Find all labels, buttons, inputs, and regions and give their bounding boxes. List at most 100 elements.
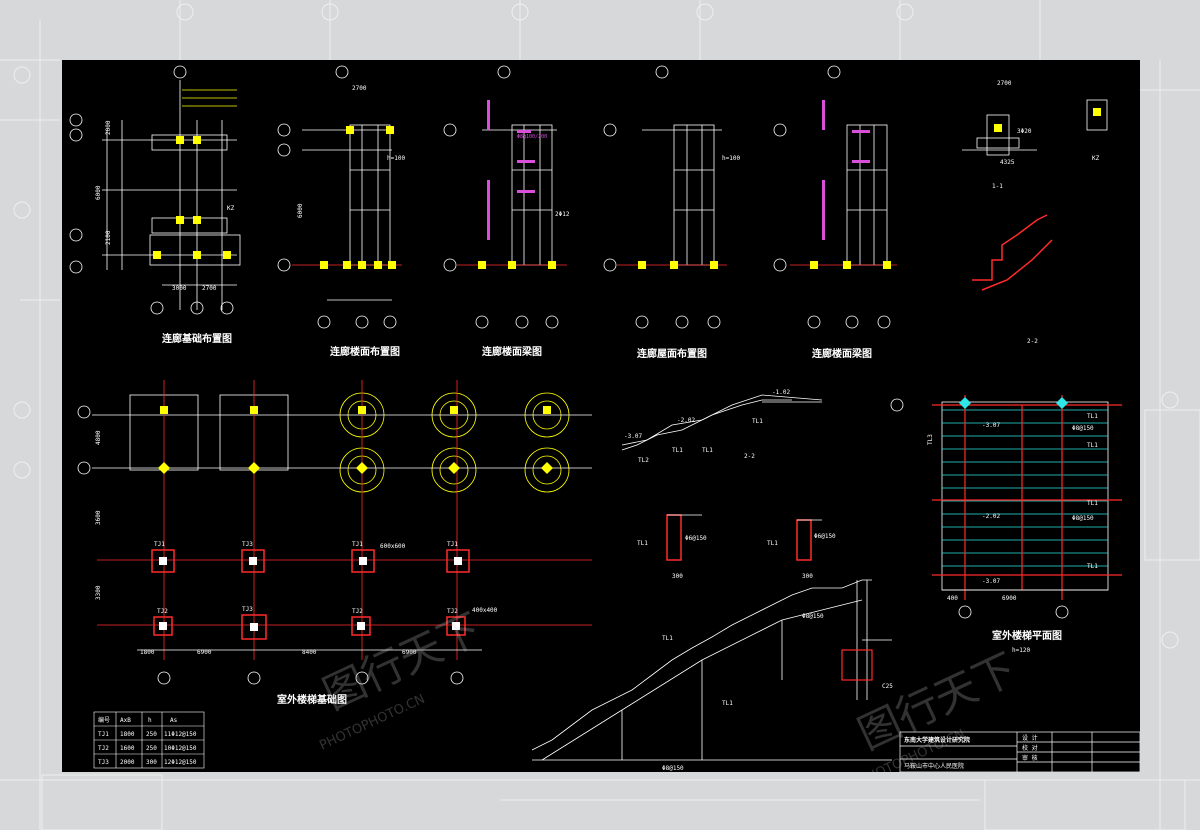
tj-cell: 1600 [120, 745, 135, 752]
tj-header-as: As [170, 717, 178, 724]
caption-roof-layout: 连廊屋面布置图 [637, 347, 707, 360]
dim-2700: 2700 [202, 285, 217, 292]
dim-2100: 2100 [105, 230, 112, 245]
dim-6000-p2: 6000 [297, 203, 304, 218]
label-tj1: TJ1 [154, 541, 165, 548]
caption-floor-beams: 连廊楼面梁图 [482, 345, 542, 358]
tj-cell: 10Φ12@150 [164, 745, 197, 752]
cad-canvas[interactable]: 6000 2000 2100 3000 2700 KZ 连廊基础布置图 6000… [62, 60, 1140, 772]
label-tl1-long: TL1 [662, 635, 673, 642]
tj-header-axb: AxB [120, 717, 131, 724]
cad-drawing-area[interactable]: 6000 2000 2100 3000 2700 KZ 连廊基础布置图 6000… [62, 60, 1140, 772]
h100-p4: h=100 [722, 155, 740, 162]
label-tl1: TL1 [672, 447, 683, 454]
title-label-3: 审 核 [1022, 754, 1038, 762]
dim-8400: 8400 [302, 649, 317, 656]
label-tl1-sec: TL1 [637, 540, 648, 547]
elev-202: -2.02 [677, 417, 695, 424]
detail-stair-section [621, 394, 823, 451]
dim-400-plan: 400 [947, 595, 958, 602]
title-block [899, 731, 1140, 772]
label-tj3: TJ3 [242, 541, 253, 548]
concrete-grade: C25 [882, 683, 893, 690]
panel-floor-layout [277, 65, 402, 329]
tj-cell: 1800 [120, 731, 135, 738]
panel-floor-beams [443, 65, 567, 329]
tj-cell: 250 [146, 731, 157, 738]
dim-300b: 300 [802, 573, 813, 580]
detail-long-stair-section [531, 579, 892, 761]
caption-floor-layout: 连廊楼面布置图 [330, 345, 400, 358]
panel-stair-foundation [77, 380, 592, 685]
label-tl3-plan: TL3 [927, 434, 934, 445]
rebar-plan: Φ8@150 [1072, 425, 1094, 432]
tj-cell: 11Φ12@150 [164, 731, 197, 738]
note-600x600: 600x600 [380, 543, 406, 550]
label-tl1-long2: TL1 [722, 700, 733, 707]
watermark: 图行天下 PHOTOPHOTO.CN 图行天下 PHOTOPHOTO.CN [316, 604, 1024, 772]
dim-2000: 2000 [105, 120, 112, 135]
tj-cell: TJ3 [98, 759, 109, 766]
label-tj3b: TJ3 [242, 606, 253, 613]
tj-cell: 300 [146, 759, 157, 766]
rebar-plan2: Φ8@150 [1072, 515, 1094, 522]
label-tl1-plan: TL1 [1087, 413, 1098, 420]
dim-4800: 4800 [95, 430, 102, 445]
caption-stair-plan-h: h=120 [1012, 647, 1030, 654]
title-project: 马鞍山市中心人民医院 [904, 762, 964, 770]
label-tj2: TJ2 [157, 608, 168, 615]
label-tj2c: TJ2 [447, 608, 458, 615]
label-tl1b: TL1 [702, 447, 713, 454]
caption-stair-plan: 室外楼梯平面图 [992, 629, 1062, 642]
title-label-1: 设 计 [1022, 734, 1038, 742]
dim-3000: 3000 [172, 285, 187, 292]
caption-stair-foundation: 室外楼梯基础图 [277, 693, 347, 706]
caption-section-2-2: 2-2 [744, 453, 755, 460]
panel-stair-plan [890, 395, 1122, 619]
label-tj1b: TJ1 [352, 541, 363, 548]
dim-3600: 3600 [95, 510, 102, 525]
rebar-bottom: Φ8@150 [662, 765, 684, 772]
rebar-note-p3: Φ8@100/200 [517, 134, 547, 140]
title-institute: 东南大学建筑设计研究院 [904, 736, 970, 744]
caption-floor-beams-2: 连廊楼面梁图 [812, 347, 872, 360]
rebar-note-p3b: 2Φ12 [555, 211, 570, 218]
dim-6900b: 6900 [402, 649, 417, 656]
dim-1800: 1800 [140, 649, 155, 656]
caption-section-2-2c: 2-2 [1027, 338, 1038, 345]
tj-cell: 250 [146, 745, 157, 752]
elev-307: -3.07 [624, 433, 642, 440]
label-tl1-sec2: TL1 [767, 540, 778, 547]
dim-2700-p2: 2700 [352, 85, 367, 92]
tj-header-h: h [148, 717, 152, 724]
panel-floor-beams-2 [773, 65, 897, 329]
tj-cell: TJ1 [98, 731, 109, 738]
elev-102: -1.02 [772, 389, 790, 396]
elev-plan1: -3.07 [982, 422, 1000, 429]
note-400x400: 400x400 [472, 607, 498, 614]
caption-foundation-layout: 连廊基础布置图 [162, 332, 232, 345]
label-tj1c: TJ1 [447, 541, 458, 548]
panel-foundation-layout [102, 80, 241, 310]
dim-6900: 6900 [197, 649, 212, 656]
elev-plan3: -3.07 [982, 578, 1000, 585]
label-tl1-plan2: TL1 [1087, 442, 1098, 449]
dim-6900-plan: 6900 [1002, 595, 1017, 602]
detail-1-1 [962, 99, 1108, 156]
rebar-long: Φ8@150 [802, 613, 824, 620]
tj-table: 编号 AxB h As TJ1 1800 250 11Φ12@150 TJ2 1… [93, 711, 205, 769]
label-tl2: TL2 [638, 457, 649, 464]
label-tl1-plan4: TL1 [1087, 563, 1098, 570]
label-tl1-plan3: TL1 [1087, 500, 1098, 507]
tj-cell: 12Φ12@150 [164, 759, 197, 766]
rebar-3phi20: 3Φ20 [1017, 128, 1032, 135]
caption-section-1-1: 1-1 [992, 183, 1003, 190]
stirrup-note: Φ6@150 [685, 535, 707, 542]
dim-3300: 3300 [95, 585, 102, 600]
label-tj2b: TJ2 [352, 608, 363, 615]
h100-p2: h=100 [387, 155, 405, 162]
title-label-2: 校 对 [1022, 744, 1038, 752]
stirrup-note2: Φ6@150 [814, 533, 836, 540]
dim-300: 300 [672, 573, 683, 580]
